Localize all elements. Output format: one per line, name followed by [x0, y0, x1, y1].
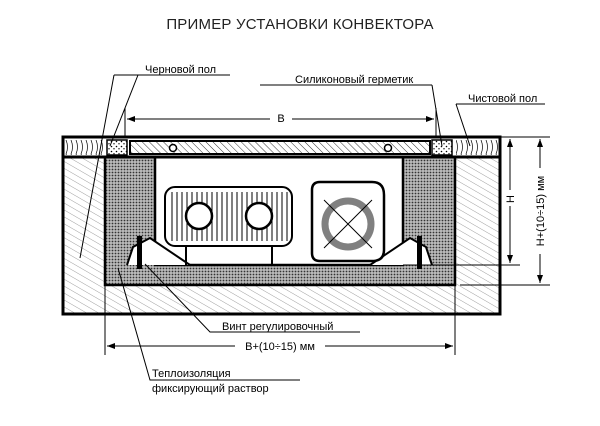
left-adjust-screw: [137, 236, 142, 269]
dimension-h-total-label: H+(10÷15) мм: [535, 176, 547, 246]
label-silicone-sealant: Силиконовый герметик: [295, 74, 413, 86]
finish-floor-left: [65, 140, 104, 155]
fan-unit: [310, 180, 386, 263]
finish-floor-right: [456, 140, 498, 155]
diagram-title: ПРИМЕР УСТАНОВКИ КОНВЕКТОРА: [166, 16, 433, 33]
right-adjust-screw: [417, 236, 422, 269]
decorative-grille: [129, 140, 431, 155]
heat-exchanger: [164, 186, 293, 265]
label-insulation: Теплоизоляция: [152, 368, 231, 380]
sealant-left: [106, 139, 128, 156]
fan-ring: [321, 197, 375, 251]
leader-lines: [79, 74, 545, 381]
label-finish-floor: Чистовой пол: [468, 93, 537, 105]
dimension-b-total-label: B+(10÷15) мм: [245, 341, 315, 353]
label-fixing-mortar: фиксирующий раствор: [152, 383, 269, 395]
dimension-h-label: H: [505, 195, 517, 203]
sealant-right: [431, 139, 453, 156]
label-rough-floor: Черновой пол: [145, 64, 216, 76]
label-adjust-screw: Винт регулировочный: [222, 321, 333, 333]
dimension-b-label: B: [277, 113, 284, 125]
